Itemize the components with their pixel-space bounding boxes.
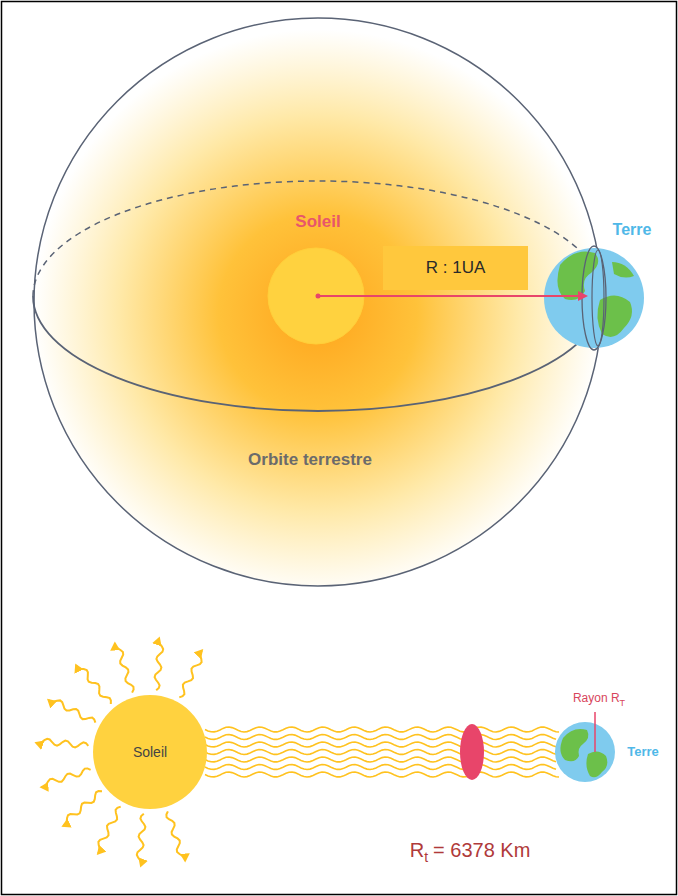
earth-bottom [555,712,615,782]
radius-subscript: T [620,698,626,708]
sun-ray [63,791,102,826]
sun-ray [155,638,164,690]
sun-ray [76,665,111,704]
light-beam [205,742,556,747]
sun-ray [36,739,88,748]
light-beam [205,757,556,762]
earth-label: Terre [627,745,659,760]
sun-label: Soleil [295,212,340,232]
sun-ray [49,700,96,723]
orbit-sphere [34,18,602,586]
text-group: Rayon RT [573,688,625,709]
light-beam [205,765,556,770]
sun-ray [98,807,121,854]
radius-symbol: R [410,839,424,861]
sun-ray [166,811,185,860]
light-beam [205,772,559,777]
sun-ray [42,768,91,787]
text-group: Rt = 6378 Km [410,839,531,864]
radius-label: Rayon R [573,691,620,705]
node-text: R : 1UA [426,258,486,278]
radius-arrow [318,295,586,297]
node-text: Soleil [133,744,167,760]
light-beam [205,750,556,755]
earth-top [544,246,644,350]
sun-circle: Soleil [93,695,207,809]
radius-value: = 6378 Km [433,839,530,861]
sun-ray [115,644,134,693]
sun-ray [137,814,146,866]
light-beam [205,727,559,732]
sun-ray [179,651,202,698]
sun-centre [316,294,321,299]
radius-subscript: t [424,849,428,865]
light-beam [205,735,556,740]
light-beams [205,727,559,777]
earth-label: Terre [613,221,652,239]
section-disc [460,724,484,780]
orbit-label: Orbite terrestre [248,450,372,470]
value-box: R : 1UA [383,246,528,290]
